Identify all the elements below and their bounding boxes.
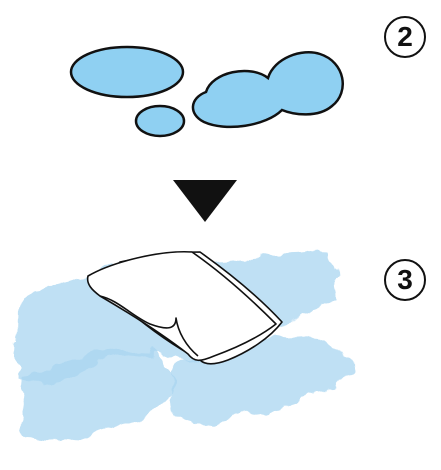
water-droplets-icon: [71, 47, 343, 136]
droplet-merged-right: [193, 52, 343, 127]
step-2-number: 2: [397, 23, 413, 51]
down-triangle-arrow-icon: [173, 180, 237, 222]
step-3-badge: 3: [384, 259, 426, 301]
droplet-small: [136, 106, 184, 136]
step-2-badge: 2: [384, 16, 426, 58]
step-3-number: 3: [397, 266, 413, 294]
droplet-large-left: [71, 47, 183, 97]
